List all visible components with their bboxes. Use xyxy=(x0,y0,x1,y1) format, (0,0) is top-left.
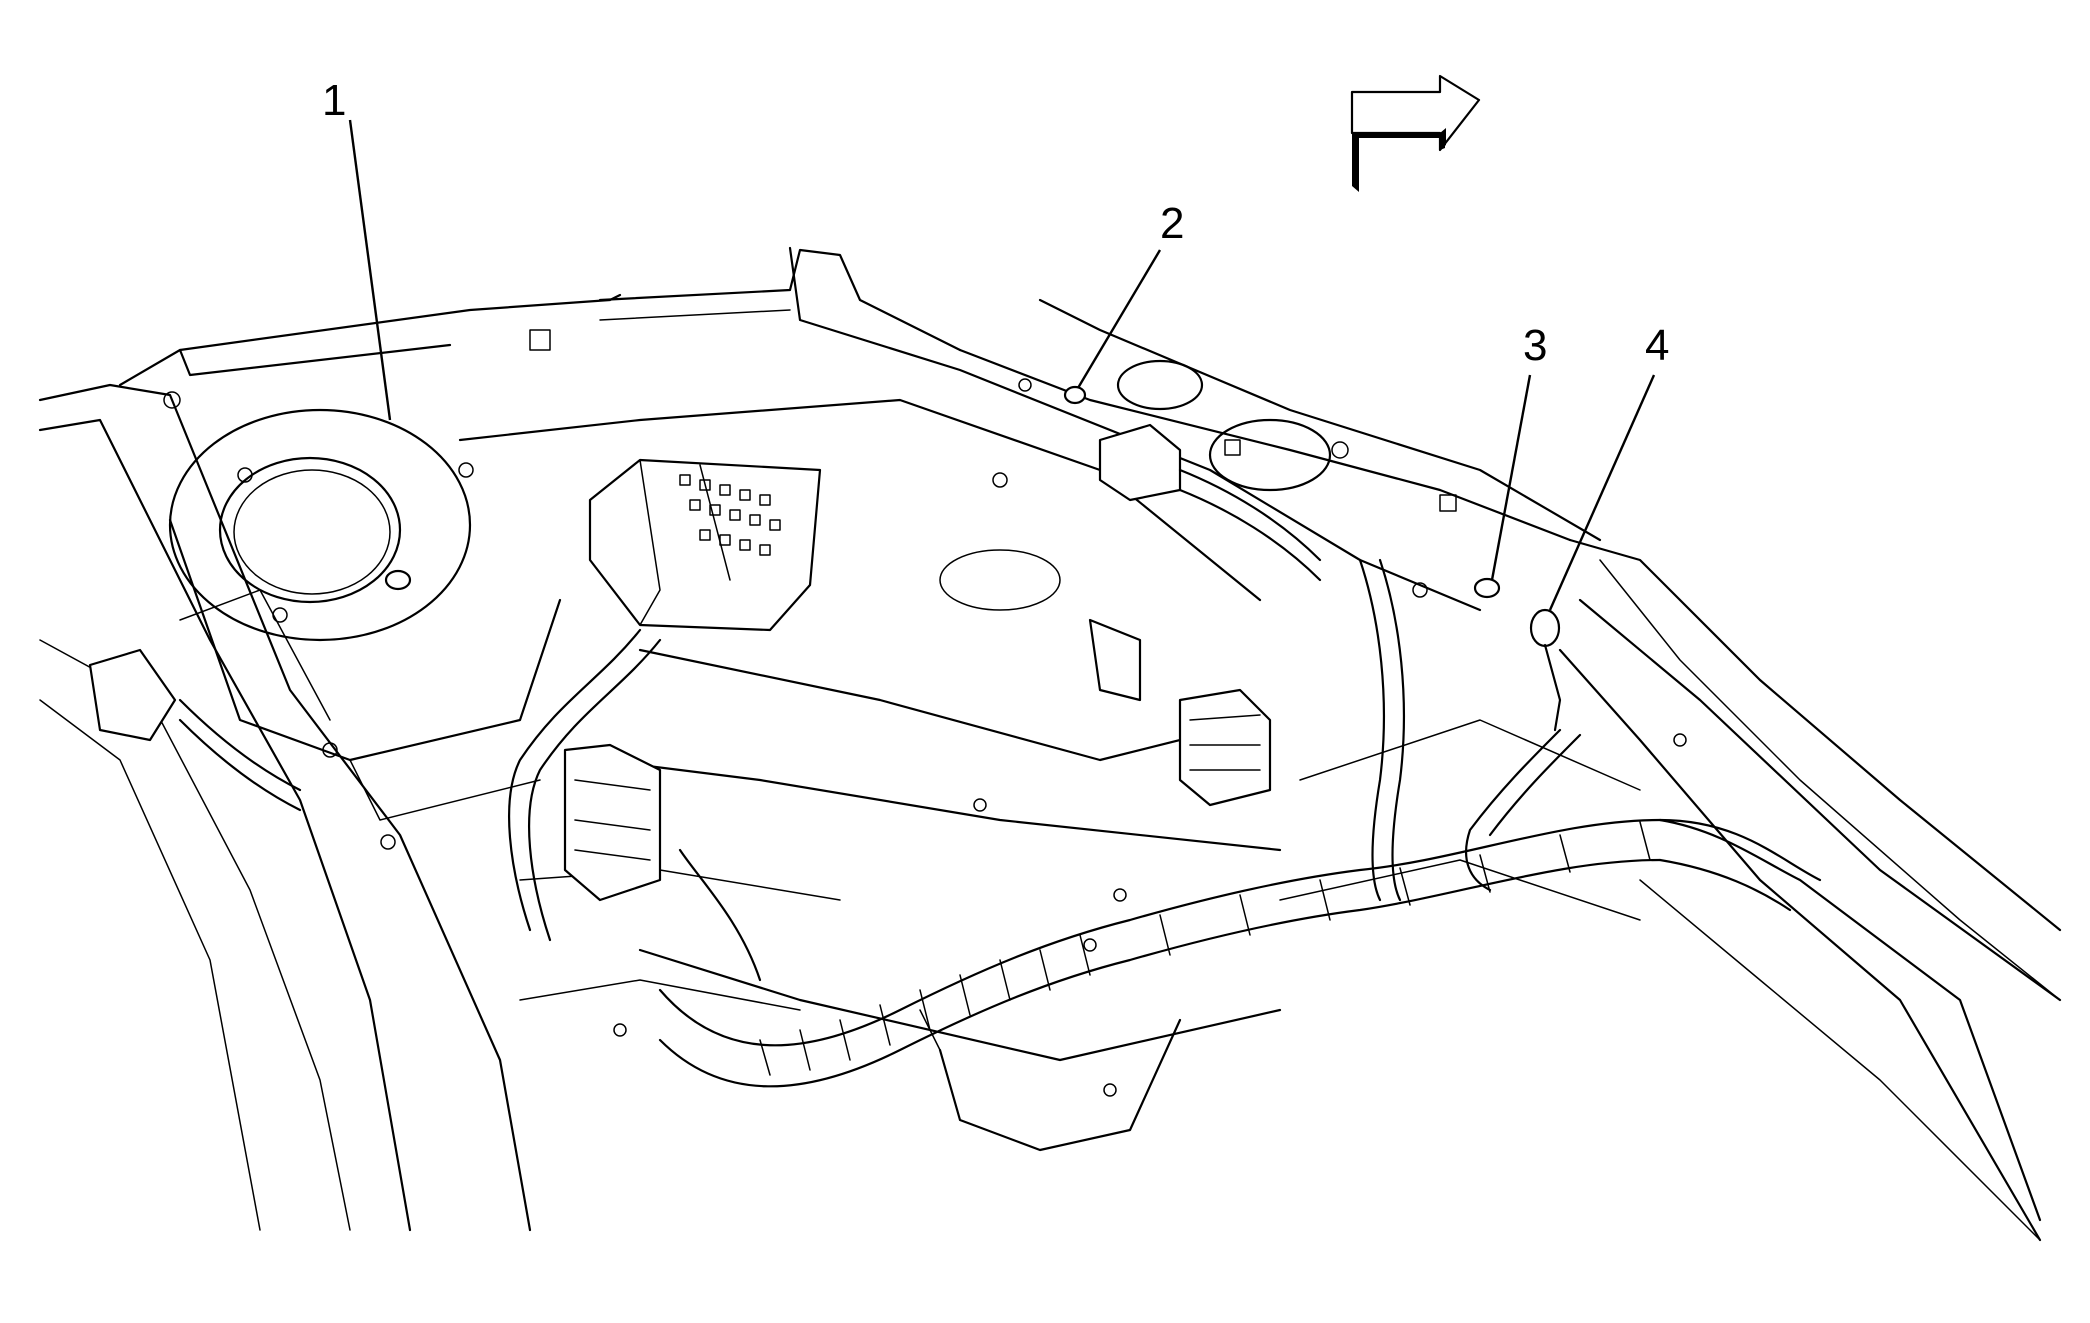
callout-2: 2 xyxy=(1076,199,1184,389)
connector-left xyxy=(563,743,662,902)
callout-4: 4 xyxy=(1548,321,1669,611)
callout-3: 3 xyxy=(1490,321,1547,581)
callout-1-label: 1 xyxy=(322,76,346,125)
connector-top xyxy=(1098,423,1182,502)
connector-far-left xyxy=(88,648,177,742)
fuse-block xyxy=(588,458,822,632)
stud xyxy=(384,385,1501,599)
callout-2-label: 2 xyxy=(1160,199,1184,248)
connector-center xyxy=(1178,688,1272,807)
callout-3-label: 3 xyxy=(1523,321,1547,370)
ground-terminal xyxy=(1529,608,1562,732)
body-structure xyxy=(38,246,2062,1242)
wiring-harness xyxy=(178,468,2042,1222)
forward-direction-arrow-icon xyxy=(1350,74,1481,192)
callout-4-label: 4 xyxy=(1645,321,1669,370)
callout-1: 1 xyxy=(322,76,392,421)
